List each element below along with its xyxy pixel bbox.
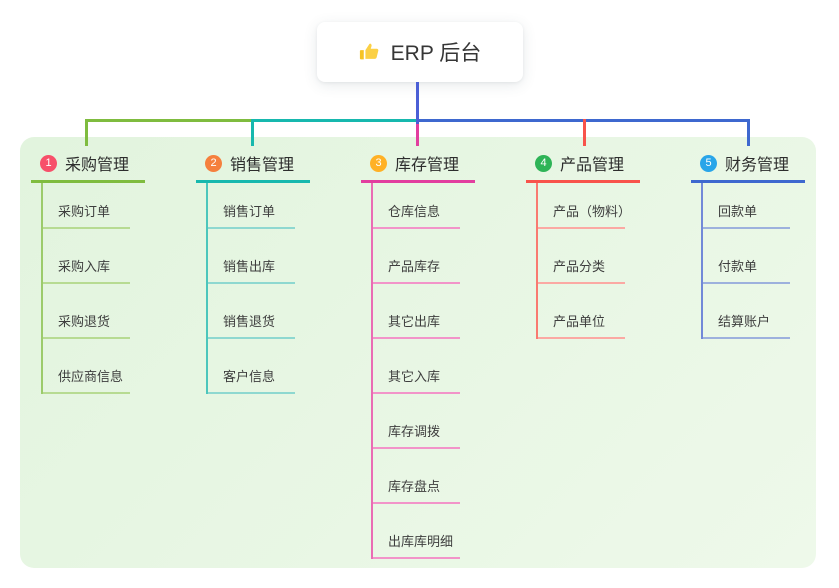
node-product-unit[interactable]: 产品单位 — [538, 284, 625, 339]
root-node-label: ERP 后台 — [390, 42, 482, 65]
node-receipt-order[interactable]: 回款单 — [703, 183, 790, 229]
root-node[interactable]: ERP 后台 — [317, 22, 523, 82]
node-stock-transfer[interactable]: 库存调拨 — [373, 394, 460, 449]
connector-drop-inventory — [416, 122, 419, 146]
connector-bus-sales — [251, 119, 419, 122]
branch-number-badge: 3 — [370, 154, 387, 172]
branch-purchase: 1 采购管理 采购订单 采购入库 采购退货 供应商信息 — [31, 146, 145, 394]
branches-panel — [20, 137, 816, 568]
node-product-category[interactable]: 产品分类 — [538, 229, 625, 284]
connector-drop-finance — [747, 119, 750, 146]
connector-drop-sales — [251, 119, 254, 146]
connector-drop-purchase — [85, 119, 88, 146]
node-outbound-detail[interactable]: 出库库明细 — [373, 504, 460, 559]
branch-inventory: 3 库存管理 仓库信息 产品库存 其它出库 其它入库 库存调拨 库存盘点 出库库… — [361, 146, 475, 559]
branch-number-badge: 5 — [700, 154, 717, 172]
thumbs-up-icon — [359, 41, 381, 63]
root-stem-line — [416, 82, 419, 124]
branch-title-label: 销售管理 — [230, 157, 295, 174]
branch-children: 产品（物料） 产品分类 产品单位 — [536, 183, 631, 339]
branch-title-inventory[interactable]: 3 库存管理 — [361, 146, 475, 183]
branch-title-product[interactable]: 4 产品管理 — [526, 146, 640, 183]
node-purchase-order[interactable]: 采购订单 — [43, 183, 130, 229]
branch-title-label: 产品管理 — [560, 157, 625, 174]
node-stock-check[interactable]: 库存盘点 — [373, 449, 460, 504]
node-warehouse-info[interactable]: 仓库信息 — [373, 183, 460, 229]
connector-drop-product — [583, 119, 586, 146]
node-sales-order[interactable]: 销售订单 — [208, 183, 295, 229]
node-sales-outbound[interactable]: 销售出库 — [208, 229, 295, 284]
branch-title-label: 财务管理 — [725, 157, 790, 174]
node-settlement-account[interactable]: 结算账户 — [703, 284, 790, 339]
branch-number-badge: 4 — [535, 154, 552, 172]
branch-children: 仓库信息 产品库存 其它出库 其它入库 库存调拨 库存盘点 出库库明细 — [371, 183, 460, 559]
node-payment-order[interactable]: 付款单 — [703, 229, 790, 284]
branch-title-finance[interactable]: 5 财务管理 — [691, 146, 805, 183]
node-purchase-return[interactable]: 采购退货 — [43, 284, 130, 339]
branch-number-badge: 2 — [205, 154, 222, 172]
branch-children: 销售订单 销售出库 销售退货 客户信息 — [206, 183, 295, 394]
node-other-inbound[interactable]: 其它入库 — [373, 339, 460, 394]
node-product-stock[interactable]: 产品库存 — [373, 229, 460, 284]
node-sales-return[interactable]: 销售退货 — [208, 284, 295, 339]
branch-children: 回款单 付款单 结算账户 — [701, 183, 790, 339]
branch-title-sales[interactable]: 2 销售管理 — [196, 146, 310, 183]
branch-title-label: 采购管理 — [65, 157, 130, 174]
node-product-material[interactable]: 产品（物料） — [538, 183, 631, 229]
node-supplier-info[interactable]: 供应商信息 — [43, 339, 130, 394]
branch-title-label: 库存管理 — [395, 157, 460, 174]
node-customer-info[interactable]: 客户信息 — [208, 339, 295, 394]
connector-bus-purchase — [85, 119, 254, 122]
branch-children: 采购订单 采购入库 采购退货 供应商信息 — [41, 183, 130, 394]
node-other-outbound[interactable]: 其它出库 — [373, 284, 460, 339]
branch-title-purchase[interactable]: 1 采购管理 — [31, 146, 145, 183]
branch-sales: 2 销售管理 销售订单 销售出库 销售退货 客户信息 — [196, 146, 310, 394]
branch-product: 4 产品管理 产品（物料） 产品分类 产品单位 — [526, 146, 640, 339]
branch-number-badge: 1 — [40, 154, 57, 172]
node-purchase-inbound[interactable]: 采购入库 — [43, 229, 130, 284]
branch-finance: 5 财务管理 回款单 付款单 结算账户 — [691, 146, 805, 339]
